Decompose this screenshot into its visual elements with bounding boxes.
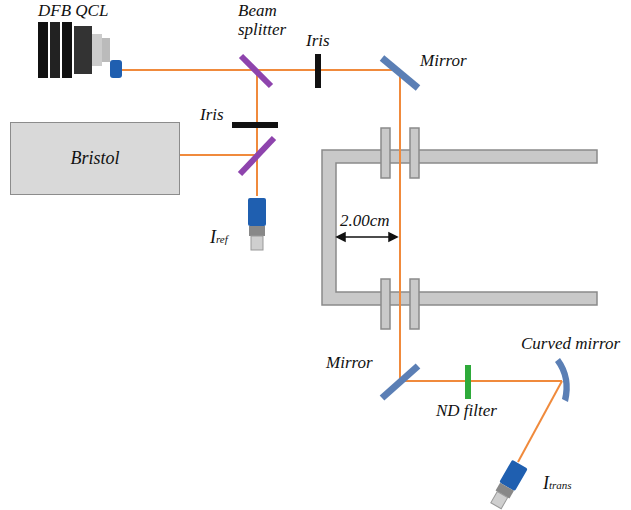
- laser-beam: [122, 70, 562, 462]
- component-label: ND filter: [436, 402, 497, 421]
- component-label: Curved mirror: [521, 335, 620, 354]
- laser-beam: [399, 128, 401, 330]
- detector: [488, 460, 528, 510]
- component-label: Iris: [200, 106, 224, 125]
- instrument-name: Bristol: [70, 148, 119, 169]
- component-label: Mirror: [326, 354, 373, 373]
- instrument-box: Bristol: [10, 122, 180, 195]
- iris: [232, 122, 278, 128]
- dimension-arrow: [337, 233, 397, 241]
- laser-label: DFB QCL: [38, 2, 108, 21]
- iris: [315, 54, 321, 88]
- laser-source: [38, 22, 122, 78]
- beam-splitter: [240, 56, 274, 174]
- detector: [248, 198, 266, 250]
- detector-label: Itrans: [543, 474, 572, 494]
- curved-mirror: [555, 358, 570, 402]
- component-label: Mirror: [420, 52, 467, 71]
- component-label: Iris: [306, 32, 330, 51]
- dimension-label: 2.00cm: [340, 212, 390, 231]
- nd-filter: [465, 365, 471, 399]
- chamber: [322, 128, 597, 329]
- component-label: Beam splitter: [238, 2, 304, 39]
- detector-label: Iref: [210, 228, 228, 248]
